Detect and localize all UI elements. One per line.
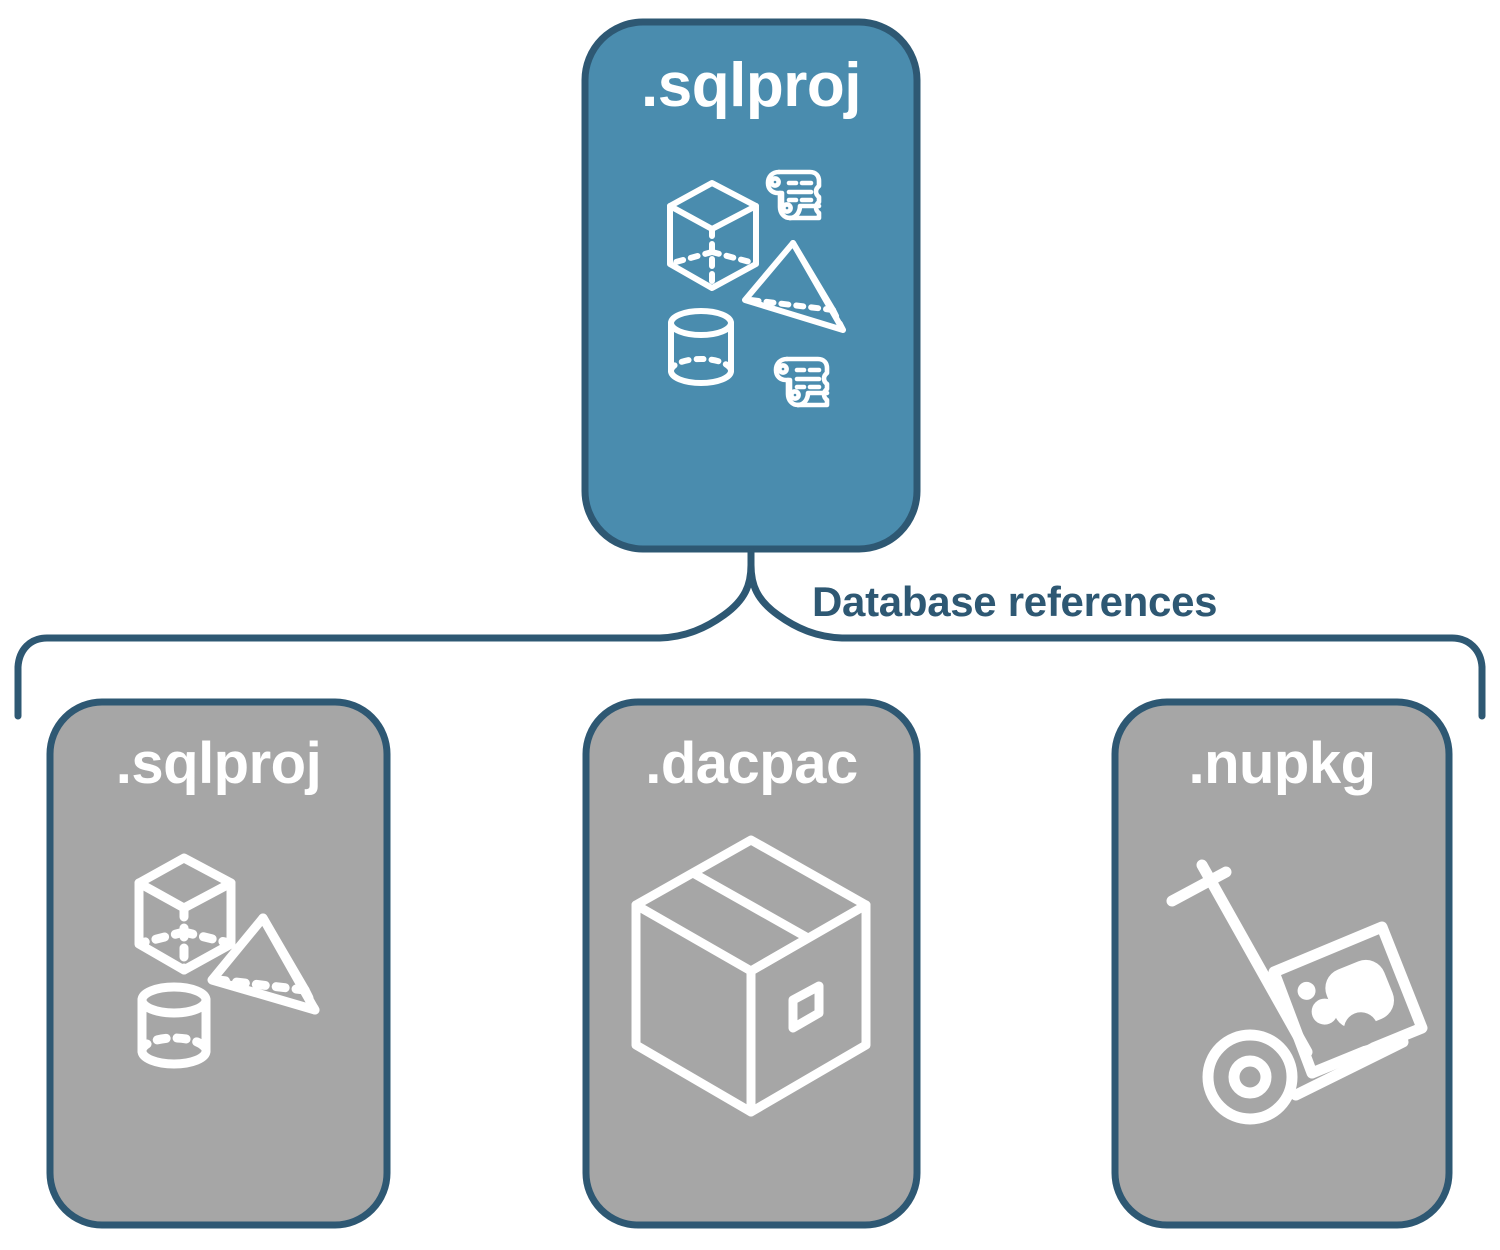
child-card-nupkg[interactable] [1111, 698, 1453, 1229]
child-card-nupkg-label: .nupkg [1188, 731, 1376, 796]
child-card-sqlproj[interactable] [46, 698, 391, 1229]
connector-label-database-references: Database references [812, 578, 1218, 625]
nuget-glyph-icon [1297, 959, 1394, 1047]
brace-left-half [14, 547, 755, 720]
cube-wireframe-icon [134, 853, 236, 975]
child-card-dacpac-label: .dacpac [645, 731, 858, 796]
scroll-document-icon [765, 169, 822, 221]
cylinder-wireframe-icon [137, 982, 211, 1069]
child-card-dacpac-shape [582, 698, 921, 1229]
cylinder-wireframe-icon [668, 308, 734, 386]
child-card-sqlproj-shape [46, 698, 391, 1229]
root-card-sqlproj[interactable] [581, 18, 921, 553]
cube-wireframe-icon [667, 180, 759, 291]
hand-truck-package-icon [1166, 859, 1428, 1125]
shipping-box-icon [631, 835, 871, 1117]
child-card-dacpac[interactable] [582, 698, 921, 1229]
brace-right-half [747, 547, 1486, 720]
root-card-label: .sqlproj [641, 51, 861, 120]
scroll-document-icon [773, 356, 830, 408]
child-card-sqlproj-label: .sqlproj [115, 731, 322, 796]
pyramid-wireframe-icon [742, 240, 846, 333]
pyramid-wireframe-icon [207, 913, 320, 1015]
curly-brace-connector [14, 547, 1486, 720]
